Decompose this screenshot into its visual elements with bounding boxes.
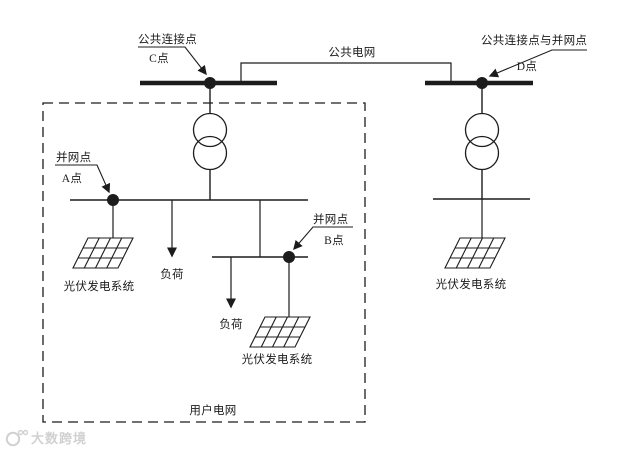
pv-array-2-icon bbox=[249, 316, 311, 348]
point-b-label: B点 bbox=[324, 234, 344, 247]
watermark-text: 大数跨境 bbox=[31, 431, 88, 446]
user-grid-boundary-box bbox=[42, 102, 366, 423]
leader-arrow-c bbox=[138, 46, 207, 76]
leader-arrow-a bbox=[55, 164, 111, 194]
watermark: 大数跨境 bbox=[4, 428, 87, 447]
leader-arrow-d bbox=[488, 49, 587, 78]
transformer-c-primary-winding bbox=[192, 112, 228, 148]
common-connection-and-grid-point-d-label: 公共连接点与并网点 bbox=[481, 33, 587, 47]
grid-connection-point-a-label: 并网点 bbox=[56, 150, 91, 164]
pv-system-2-label: 光伏发电系统 bbox=[242, 352, 313, 366]
user-grid-label: 用户电网 bbox=[189, 403, 236, 417]
watermark-logo-icon bbox=[5, 429, 28, 446]
grid-connection-point-b-label: 并网点 bbox=[313, 212, 348, 226]
transformer-c-secondary-winding bbox=[192, 135, 228, 171]
point-a-label: A点 bbox=[62, 172, 82, 185]
pv-array-1-icon bbox=[72, 237, 134, 269]
leader-arrow-b bbox=[293, 226, 353, 251]
load-1-label: 负荷 bbox=[160, 267, 184, 281]
common-connection-point-c-label: 公共连接点 bbox=[138, 32, 197, 46]
transformer-d-primary-winding bbox=[464, 112, 500, 148]
pv-system-3-label: 光伏发电系统 bbox=[436, 277, 507, 291]
public-grid-link-wire bbox=[240, 62, 452, 83]
transformer-d-secondary-winding bbox=[464, 135, 500, 171]
pv-array-3-icon bbox=[444, 237, 506, 269]
point-c-label: C点 bbox=[149, 52, 169, 65]
point-d-label: D点 bbox=[517, 60, 537, 73]
load-2-label: 负荷 bbox=[219, 317, 243, 331]
pv-system-1-label: 光伏发电系统 bbox=[64, 279, 135, 293]
public-grid-label: 公共电网 bbox=[328, 46, 375, 59]
